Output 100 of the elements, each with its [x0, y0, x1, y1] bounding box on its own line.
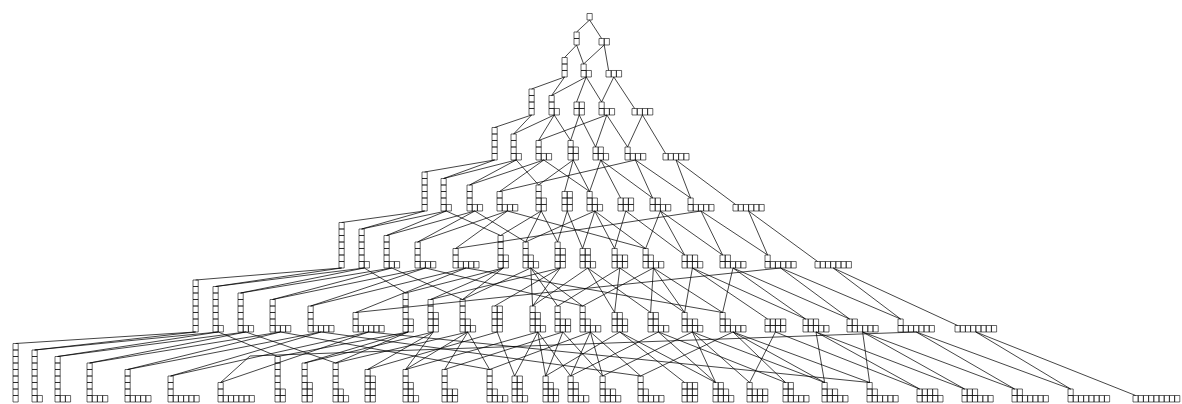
young-diagram: [528, 88, 535, 116]
connector-line: [602, 331, 693, 377]
connector-line: [862, 331, 965, 390]
connector-line: [489, 331, 591, 370]
young-diagram: [598, 38, 610, 46]
connector-line: [601, 76, 615, 103]
connector-line: [590, 331, 603, 377]
young-diagram: [124, 369, 152, 403]
young-diagram: [1011, 388, 1049, 403]
connector-line: [277, 331, 409, 357]
young-diagram: [1132, 395, 1181, 403]
connector-line: [425, 267, 583, 307]
connector-line: [499, 159, 636, 192]
connector-line: [363, 267, 406, 294]
connector-line: [355, 267, 781, 313]
connector-line: [304, 331, 434, 364]
young-diagram: [611, 248, 628, 269]
young-diagram: [452, 248, 480, 269]
connector-line: [582, 210, 596, 249]
young-diagram: [383, 235, 400, 269]
young-diagram: [662, 153, 690, 161]
connector-line: [89, 331, 281, 364]
connector-line: [732, 267, 850, 320]
young-diagram: [599, 375, 622, 403]
young-diagram: [605, 70, 622, 78]
connector-line: [444, 331, 564, 370]
connector-line: [635, 159, 691, 199]
connector-line: [780, 267, 901, 320]
connector-line: [405, 267, 504, 294]
young-diagram: [598, 101, 615, 116]
connector-line: [455, 210, 508, 249]
connector-line: [513, 114, 555, 135]
young-diagram: [554, 241, 566, 269]
connector-line: [570, 331, 659, 377]
connector-line: [469, 159, 517, 186]
young-diagram: [402, 292, 414, 333]
connector-line: [589, 19, 602, 39]
connector-line: [562, 331, 603, 377]
connector-line: [537, 331, 571, 377]
connector-line: [335, 331, 409, 364]
young-diagram: [611, 312, 628, 333]
connector-line: [245, 331, 336, 364]
connector-line: [587, 267, 651, 313]
connector-line: [582, 267, 654, 307]
connector-line: [700, 210, 723, 256]
connector-line: [220, 331, 369, 383]
connector-line: [465, 267, 723, 313]
connector-line: [507, 210, 646, 249]
young-diagram: [86, 362, 109, 403]
connector-line: [341, 210, 425, 223]
connector-line: [220, 331, 917, 383]
young-diagram: [961, 388, 994, 403]
connector-line: [424, 159, 495, 173]
connector-line: [240, 267, 365, 294]
young-diagram: [631, 108, 654, 116]
connector-line: [660, 210, 723, 256]
connector-line: [557, 210, 568, 243]
young-diagram: [573, 31, 580, 46]
young-diagram: [642, 248, 665, 269]
connector-line: [474, 210, 526, 243]
connector-line: [658, 331, 716, 383]
connector-line: [862, 331, 1015, 390]
connector-line: [494, 267, 561, 307]
connector-line: [975, 331, 1071, 390]
connector-line: [444, 331, 469, 370]
connector-line: [590, 331, 641, 377]
connector-line: [15, 331, 196, 344]
connector-line: [566, 210, 583, 249]
young-diagram: [352, 312, 385, 333]
connector-line: [732, 331, 825, 383]
connector-line: [653, 267, 685, 313]
connector-line: [557, 267, 621, 307]
connector-line: [635, 159, 653, 199]
connector-line: [748, 210, 818, 262]
young-diagram: [954, 325, 997, 333]
connector-line: [496, 331, 515, 377]
connector-line: [640, 331, 734, 377]
connector-line: [494, 114, 532, 128]
connector-line: [645, 210, 661, 249]
young-diagram: [274, 356, 286, 403]
connector-line: [538, 114, 555, 141]
connector-line: [417, 210, 476, 243]
connector-line: [660, 210, 685, 256]
young-diagram: [548, 95, 560, 116]
connector-line: [614, 267, 621, 313]
young-diagram: [54, 356, 71, 403]
connector-line: [525, 210, 542, 243]
connector-line: [525, 210, 596, 243]
young-diagram: [579, 248, 596, 269]
connector-line: [538, 159, 574, 186]
connector-line: [515, 159, 539, 186]
young-diagram: [441, 369, 458, 403]
connector-line: [862, 331, 870, 383]
connector-line: [280, 331, 490, 370]
young-diagram: [535, 184, 547, 212]
connector-line: [613, 76, 635, 109]
connector-line: [545, 331, 621, 377]
young-diagram: [764, 254, 797, 269]
connector-line: [570, 114, 580, 141]
connector-line: [443, 159, 495, 179]
